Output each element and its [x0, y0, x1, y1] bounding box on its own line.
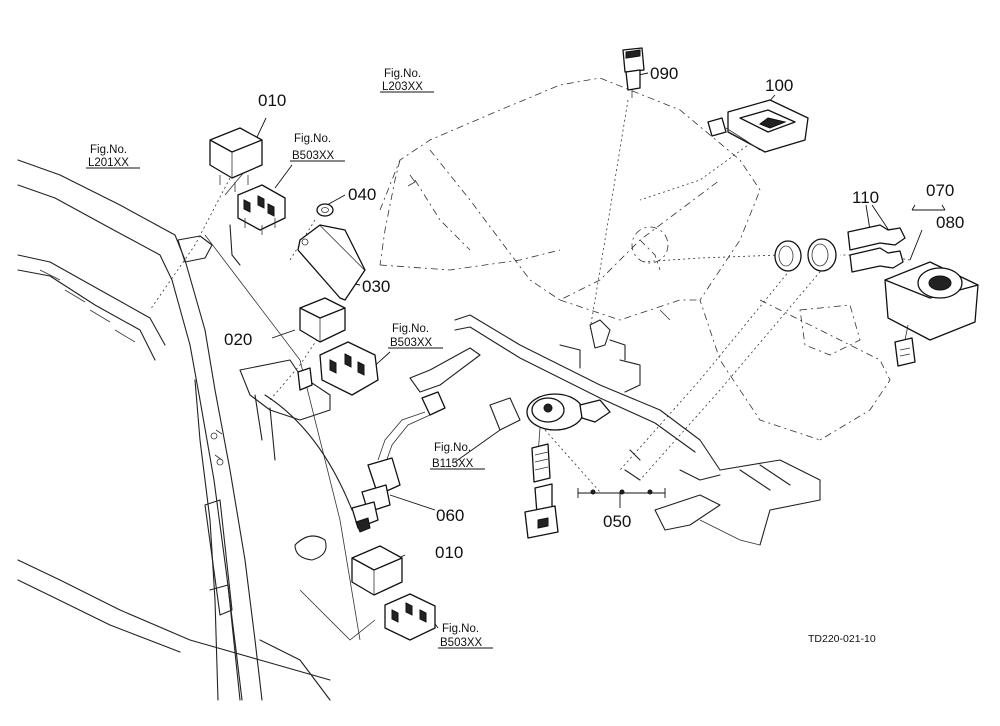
callout-010-bottom: 010 — [435, 543, 463, 562]
retaining-rings — [774, 238, 837, 272]
fig-ref-l201: Fig.No. L201XX — [86, 144, 140, 169]
callout-080: 080 — [936, 213, 964, 232]
relay-socket-middle — [297, 341, 379, 396]
callout-010-top: 010 — [258, 91, 286, 110]
dash-frame — [409, 314, 821, 546]
leader-lines — [149, 72, 946, 641]
svg-text:L203XX: L203XX — [382, 81, 423, 93]
switch-panel-100 — [707, 99, 809, 153]
fig-ref-b503-top: Fig.No. B503XX — [290, 133, 345, 162]
callout-110: 110 — [852, 188, 879, 207]
callout-070: 070 — [926, 181, 954, 200]
svg-text:Fig.No.: Fig.No. — [392, 323, 429, 335]
relay-socket-bottom — [384, 593, 436, 641]
svg-text:B503XX: B503XX — [292, 150, 335, 162]
svg-text:L201XX: L201XX — [88, 157, 129, 169]
callout-060: 060 — [436, 506, 464, 525]
plug-090 — [622, 47, 645, 98]
dash-cowl — [379, 77, 891, 441]
callout-030: 030 — [362, 277, 390, 296]
ignition-panel-070 — [884, 261, 979, 367]
svg-text:B503XX: B503XX — [440, 637, 483, 649]
callout-050: 050 — [603, 512, 631, 531]
relay-020 — [299, 297, 346, 343]
fig-ref-b115: Fig.No. B115XX — [430, 442, 485, 470]
svg-text:Fig.No.: Fig.No. — [294, 133, 331, 145]
svg-text:B503XX: B503XX — [390, 337, 433, 349]
fig-ref-b503-bottom: Fig.No. B503XX — [438, 623, 493, 649]
callout-040: 040 — [348, 185, 376, 204]
drawing-code: TD220-021-10 — [808, 633, 876, 645]
callout-020: 020 — [224, 330, 252, 349]
key-switch-050 — [524, 393, 611, 539]
callout-090: 090 — [650, 64, 678, 83]
svg-text:Fig.No.: Fig.No. — [384, 68, 421, 80]
svg-text:Fig.No.: Fig.No. — [442, 623, 479, 635]
bracket-030 — [297, 224, 366, 301]
callout-100: 100 — [765, 76, 793, 95]
fig-ref-b503-middle: Fig.No. B503XX — [388, 323, 443, 349]
svg-text:Fig.No.: Fig.No. — [434, 442, 471, 454]
svg-text:Fig.No.: Fig.No. — [90, 144, 127, 156]
grommet-040 — [316, 203, 334, 217]
fig-ref-l203: Fig.No. L203XX — [380, 68, 434, 93]
cab-frame-left — [17, 159, 331, 701]
relay-socket-top — [237, 184, 286, 235]
switch-060 — [264, 391, 446, 533]
relay-010-bottom — [351, 545, 403, 596]
svg-text:B115XX: B115XX — [432, 458, 474, 470]
relay-010-top — [209, 127, 263, 192]
key-110 — [847, 224, 906, 273]
